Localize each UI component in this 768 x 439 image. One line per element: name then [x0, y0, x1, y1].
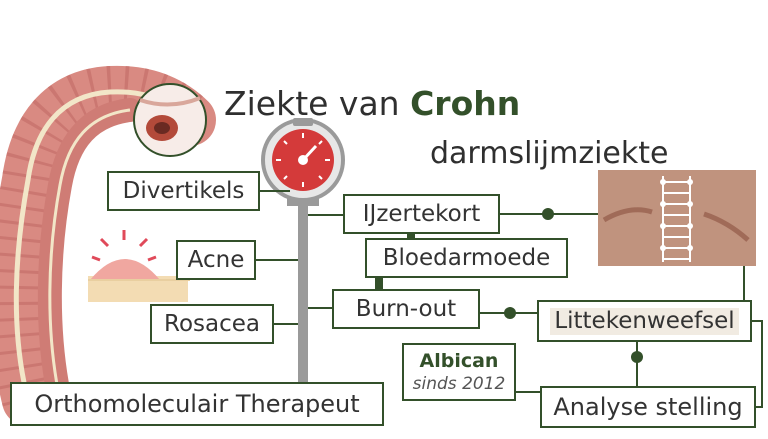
label-divertikels: Divertikels: [107, 171, 260, 211]
connector-dot: [631, 351, 643, 363]
label-ijzertekort: IJzertekort: [343, 194, 500, 234]
connector-dot: [542, 208, 554, 220]
label-bloedarmoede: Bloedarmoede: [365, 238, 568, 278]
connector-dot: [504, 307, 516, 319]
pole: [298, 178, 308, 392]
subtitle: darmslijmziekte: [430, 136, 669, 171]
title-prefix: Ziekte van: [224, 84, 411, 123]
title-bold: Crohn: [410, 84, 521, 123]
label-therapeut: Orthomoleculair Therapeut: [10, 382, 384, 426]
main-title: Ziekte van Crohn: [224, 84, 520, 123]
badge-name: Albican: [419, 350, 499, 372]
label-acne: Acne: [176, 240, 256, 280]
albican-badge: Albican sinds 2012: [402, 343, 516, 401]
label-analyse-stelling: Analyse stelling: [540, 386, 756, 428]
stopwatch-icon: [261, 118, 345, 202]
label-rosacea: Rosacea: [150, 304, 274, 344]
stitched-scar-image: [598, 170, 756, 266]
label-littekenweefsel: Littekenweefsel: [537, 300, 752, 342]
intestine-illustration: [0, 65, 216, 426]
label-littekenweefsel-text: Littekenweefsel: [550, 307, 739, 335]
badge-since: sinds 2012: [412, 374, 506, 394]
label-burnout: Burn-out: [332, 289, 480, 329]
skin-bump-illustration: [88, 230, 190, 302]
